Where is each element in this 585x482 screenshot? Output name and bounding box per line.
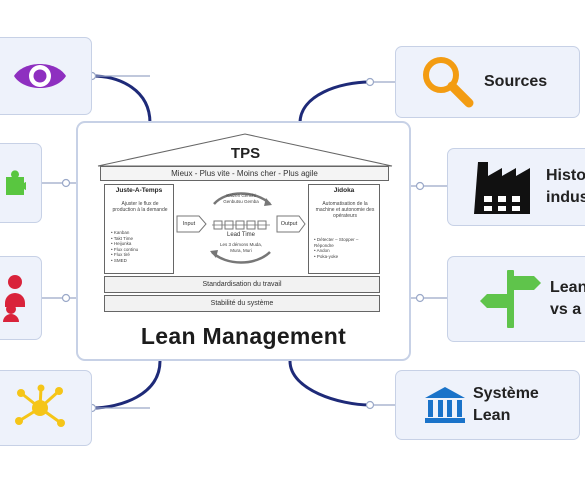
pillar-left-title: Juste-A-Temps <box>115 187 163 194</box>
center-node-lean-management[interactable]: TPS Mieux - Plus vite - Moins cher - Plu… <box>76 121 411 361</box>
node-label-lean-vs-agile: Lean vs a <box>550 279 585 318</box>
tps-subtitle-bar: Mieux - Plus vite - Moins cher - Plus ag… <box>100 166 389 181</box>
output-label: Output <box>280 221 298 227</box>
tps-base-stabilite: Stabilité du système <box>104 295 380 312</box>
tps-subtitle: Mieux - Plus vite - Moins cher - Plus ag… <box>171 169 318 178</box>
pillar-right-desc: Automatisation de la machine et autonomi… <box>315 201 375 219</box>
pillar-right-items: • Détecter – Stopper – Répondre • Andon … <box>314 237 378 259</box>
signpost-icon <box>480 270 541 328</box>
center-title: Lean Management <box>140 323 347 349</box>
magnifier-icon <box>423 57 474 108</box>
node-histoire[interactable]: Histo indus <box>447 148 585 226</box>
node-left4[interactable] <box>0 370 92 446</box>
network-icon <box>15 384 65 427</box>
input-label: Input <box>182 221 196 227</box>
factory-icon <box>474 162 530 214</box>
middle-bottom-text: Les 3 démons Muda, Mura, Muri <box>219 242 263 253</box>
connector-left4 <box>90 359 162 410</box>
pillar-left-items: • Kanban • Takt Time • Heijunka • Flux c… <box>111 230 138 263</box>
node-left1[interactable] <box>0 37 92 115</box>
pillar-right-item: • Andon <box>314 248 330 253</box>
pillar-left-item: • Takt Time <box>111 235 133 241</box>
pillar-right-item: • Détecter – Stopper – Répondre <box>314 237 359 248</box>
connector-systeme <box>288 359 372 407</box>
base1-label: Standardisation du travail <box>202 281 282 288</box>
pillar-left-item: • Heijunka <box>111 241 132 246</box>
pillar-left-item: • Flux continu <box>111 246 139 252</box>
pillar-jidoka: Jidoka Automatisation de la machine et a… <box>308 184 380 274</box>
tps-title: TPS <box>230 145 261 162</box>
puzzle-icon <box>6 170 26 195</box>
node-systeme[interactable]: Système Lean <box>395 370 580 440</box>
people-icon <box>3 275 25 322</box>
tps-base-standardisation: Standardisation du travail <box>104 276 380 293</box>
tps-middle: Kaizen Genchi Genbutsu Gemba Input Outpu… <box>176 184 306 274</box>
pillar-left-desc: Ajuster le flux de production à la deman… <box>112 201 168 213</box>
node-left3[interactable] <box>0 256 42 340</box>
connector-left1 <box>90 74 152 125</box>
pillar-left-item: • SMED <box>111 257 127 263</box>
pillar-right-title: Jidoka <box>333 187 355 194</box>
pillar-left-item: • Kanban <box>111 230 130 235</box>
pillar-right-item: • Poka-yoke <box>314 253 339 259</box>
middle-top-text: Kaizen Genchi Genbutsu Gemba <box>223 193 259 204</box>
connector-sources <box>298 80 372 125</box>
pillar-left-item: • Flux tiré <box>111 252 130 257</box>
lead-time-label: Lead Time <box>226 232 256 238</box>
node-lean-vs-agile[interactable]: Lean vs a <box>447 256 585 342</box>
pillar-juste-a-temps: Juste-A-Temps Ajuster le flux de product… <box>104 184 174 274</box>
node-left2[interactable] <box>0 143 42 223</box>
node-sources[interactable]: Sources <box>395 46 580 118</box>
eye-icon <box>14 64 66 88</box>
bank-icon <box>425 387 465 423</box>
node-label-histoire: Histo indus <box>546 167 585 206</box>
node-label-systeme: Système Lean <box>473 385 539 424</box>
lead-time-cycle-icon <box>176 192 306 264</box>
node-label-sources: Sources <box>484 73 548 90</box>
base2-label: Stabilité du système <box>210 300 274 307</box>
